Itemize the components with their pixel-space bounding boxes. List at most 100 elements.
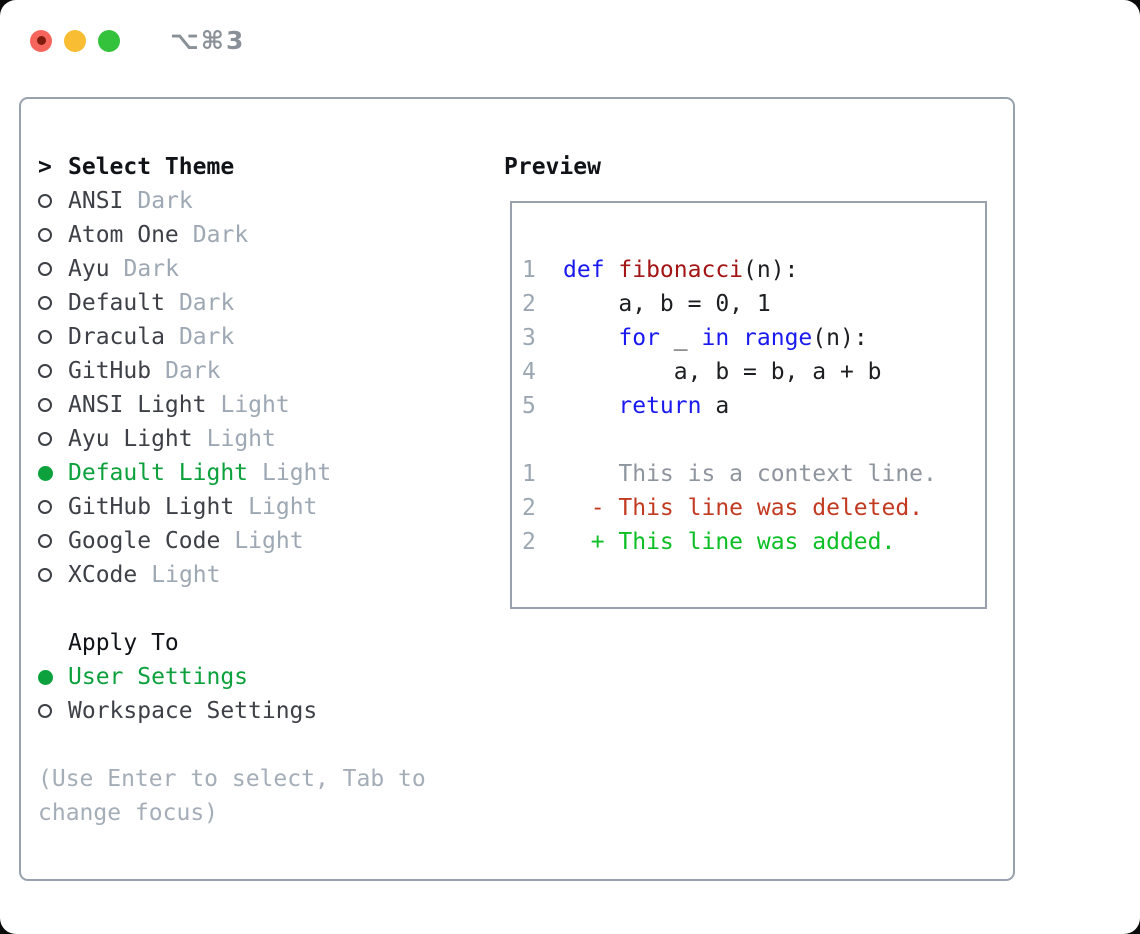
code-token-add: + This line was added. [563,529,896,555]
apply-to-heading-row: Apply To [38,626,426,660]
zoom-button[interactable] [98,29,120,52]
code-token-del: - This line was deleted. [563,495,924,521]
apply-to-option[interactable]: User Settings [38,660,426,694]
theme-name: Default [68,290,165,316]
radio-circle [38,534,52,548]
theme-variant: Light [206,426,276,452]
radio-icon [38,262,68,276]
theme-name: XCode [68,562,138,588]
code-token-plain: (n): [812,325,868,351]
theme-variant: Light [248,494,318,520]
line-number: 3 [522,325,536,351]
code-token-kw: return [618,393,702,419]
minimize-button[interactable] [64,29,86,52]
spacer [38,728,426,762]
radio-icon [38,194,68,208]
cursor-icon: > [38,154,52,180]
theme-variant: Dark [137,188,193,214]
code-line: 2 - This line was deleted. [522,491,937,525]
theme-option[interactable]: XCode Light [38,558,426,592]
theme-name: ANSI Light [68,392,207,418]
code-token-plain [563,325,618,351]
titlebar: ⌥⌘3 [30,26,245,55]
theme-name: GitHub [68,358,152,384]
preview-heading: Preview [504,154,601,180]
code-line: 3 for _ in range(n): [522,321,937,355]
radio-icon [38,296,68,310]
radio-circle [38,432,52,446]
apply-to-option[interactable]: Workspace Settings [38,694,426,728]
radio-circle [38,262,52,276]
theme-option[interactable]: ANSI Light Light [38,388,426,422]
help-text-line: (Use Enter to select, Tab to [38,766,426,792]
line-number: 1 [522,257,536,283]
unsaved-indicator-dot [36,36,46,45]
theme-option[interactable]: Atom One Dark [38,218,426,252]
spacer [38,592,426,626]
radio-circle [38,228,52,242]
radio-icon [38,500,68,514]
theme-name: Ayu Light [68,426,193,452]
radio-circle [38,194,52,208]
apply-to-label: User Settings [68,664,249,690]
select-theme-heading-row: > Select Theme [38,150,426,184]
theme-variant: Dark [178,290,235,316]
theme-option[interactable]: Default Dark [38,286,426,320]
code-line: 2 a, b = 0, 1 [522,287,937,321]
theme-variant: Light [220,392,290,418]
theme-name: Default Light [68,460,249,486]
theme-name: Atom One [68,222,179,248]
radio-icon [38,330,68,344]
line-number: 2 [522,529,536,555]
apply-to-heading: Apply To [68,630,179,656]
theme-option[interactable]: Google Code Light [38,524,426,558]
code-line: 4 a, b = b, a + b [522,355,937,389]
theme-variant: Light [262,460,332,486]
theme-option[interactable]: Default Light Light [38,456,426,490]
code-token-ctx: This is a context line. [563,461,937,487]
theme-name: Google Code [68,528,221,554]
line-number: 2 [522,495,536,521]
code-token-plain: a [701,393,730,419]
code-token-plain: (n): [743,257,799,283]
code-line: 1 This is a context line. [522,457,937,491]
radio-icon [38,534,68,548]
theme-option[interactable]: Ayu Light Light [38,422,426,456]
radio-icon [38,704,68,718]
radio-icon [38,568,68,582]
window-title: ⌥⌘3 [170,26,246,55]
theme-variant: Light [234,528,304,554]
focus-cursor: > [38,154,68,180]
theme-variant: Dark [178,324,235,350]
radio-icon [38,398,68,412]
radio-icon [38,364,68,378]
radio-circle [38,465,53,481]
radio-selected-icon [38,465,68,481]
line-number: 5 [522,393,536,419]
select-theme-heading: Select Theme [68,154,235,180]
radio-circle [38,398,52,412]
theme-name: Dracula [68,324,165,350]
line-number: 1 [522,461,536,487]
radio-circle [38,296,52,310]
code-line [522,423,937,457]
close-button[interactable] [30,29,52,52]
theme-variant: Light [151,562,221,588]
code-line: 2 + This line was added. [522,525,937,559]
theme-option[interactable]: Dracula Dark [38,320,426,354]
theme-variant: Dark [192,222,249,248]
theme-name: Ayu [68,256,110,282]
